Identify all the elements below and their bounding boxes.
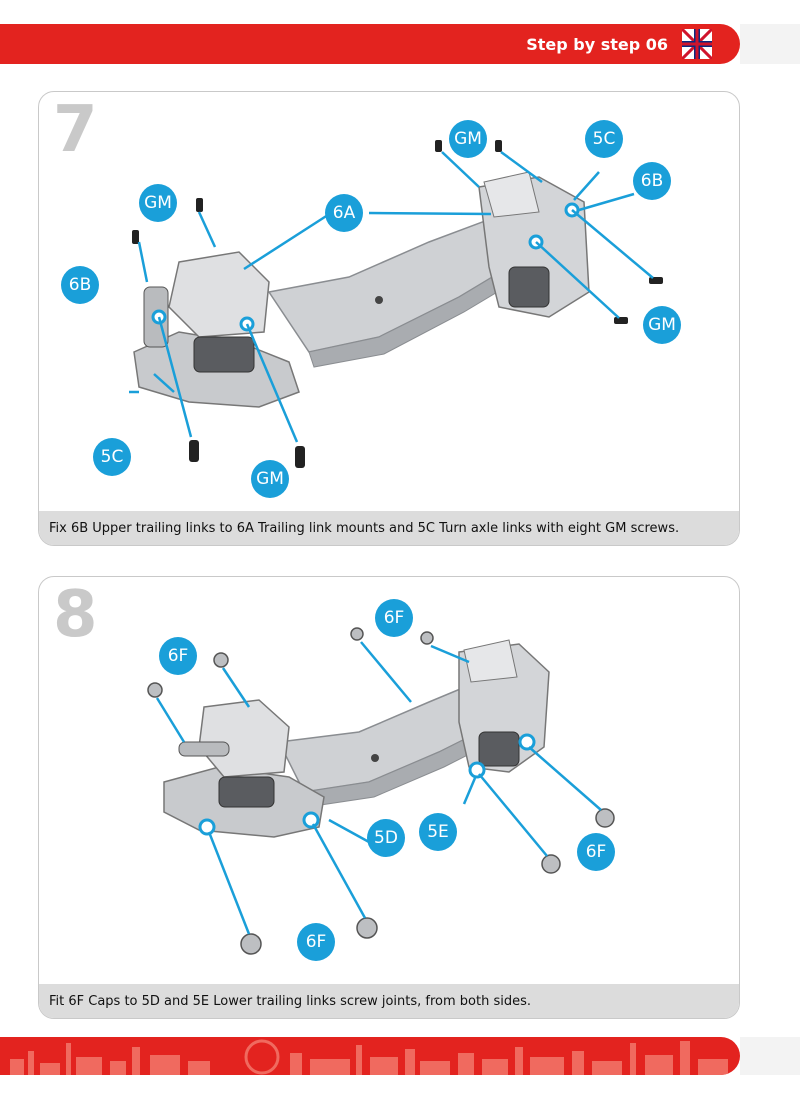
part-label-gm: GM xyxy=(643,306,681,344)
part-label-5c: 5C xyxy=(93,438,131,476)
step-7-assembly-illustration xyxy=(39,92,739,512)
part-label-6b: 6B xyxy=(633,162,671,200)
page-title: Step by step 06 xyxy=(526,35,668,54)
step-8-caption: Fit 6F Caps to 5D and 5E Lower trailing … xyxy=(39,984,739,1018)
part-label-6f: 6F xyxy=(375,599,413,637)
part-label-6f: 6F xyxy=(577,833,615,871)
step-8-assembly-illustration xyxy=(39,577,739,997)
part-label-5c: 5C xyxy=(585,120,623,158)
part-label-5d: 5D xyxy=(367,819,405,857)
footer-edge xyxy=(740,1037,800,1075)
part-label-5e: 5E xyxy=(419,813,457,851)
part-label-gm: GM xyxy=(139,184,177,222)
part-label-6f: 6F xyxy=(159,637,197,675)
header-edge xyxy=(740,24,800,64)
header-bar: Step by step 06 xyxy=(0,24,740,64)
london-skyline-icon xyxy=(0,1037,740,1075)
part-label-6a: 6A xyxy=(325,194,363,232)
uk-flag-icon xyxy=(682,29,712,59)
footer-bar xyxy=(0,1037,740,1075)
part-label-6b: 6B xyxy=(61,266,99,304)
part-label-gm: GM xyxy=(251,460,289,498)
part-label-gm: GM xyxy=(449,120,487,158)
step-7-panel: 7 xyxy=(38,91,740,546)
step-8-panel: 8 xyxy=(38,576,740,1019)
step-7-caption: Fix 6B Upper trailing links to 6A Traili… xyxy=(39,511,739,545)
part-label-6f: 6F xyxy=(297,923,335,961)
